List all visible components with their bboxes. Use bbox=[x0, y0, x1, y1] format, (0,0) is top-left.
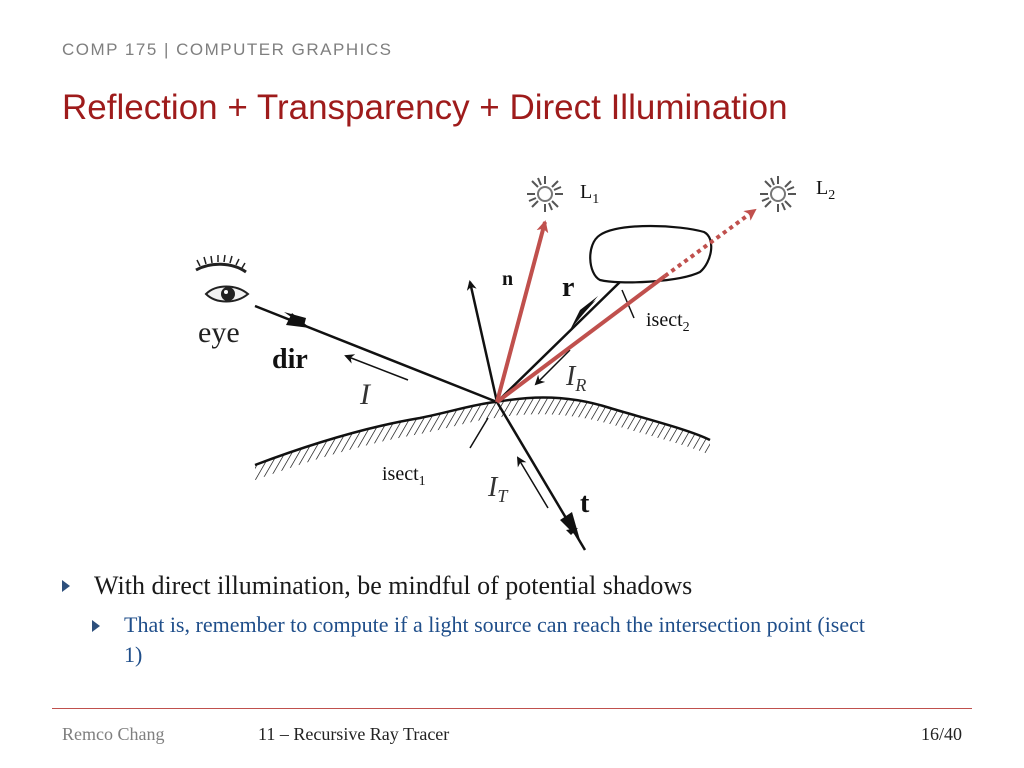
svg-text:L2: L2 bbox=[816, 177, 835, 203]
shadow-ray-l1 bbox=[495, 220, 549, 403]
transmitted-intensity-sub: T bbox=[497, 486, 509, 506]
incident-intensity-label: I bbox=[359, 378, 372, 411]
slide-title: Reflection + Transparency + Direct Illum… bbox=[62, 88, 788, 127]
occluding-object bbox=[589, 224, 713, 284]
bullet-main-text: With direct illumination, be mindful of … bbox=[94, 571, 693, 600]
light-2-sub: 2 bbox=[828, 188, 835, 203]
reflected-intensity-label: I bbox=[565, 361, 577, 392]
reflected-ray bbox=[496, 279, 623, 403]
svg-text:isect1: isect1 bbox=[382, 463, 426, 489]
footer-divider bbox=[52, 708, 972, 709]
svg-text:L1: L1 bbox=[580, 181, 599, 207]
light-1-label: L bbox=[580, 181, 592, 203]
incident-intensity-arrow bbox=[344, 354, 409, 381]
isect1-label: isect bbox=[382, 463, 419, 485]
isect1-sub: 1 bbox=[419, 474, 426, 489]
shadow-ray-l2-solid bbox=[495, 274, 667, 404]
footer-course: 11 – Recursive Ray Tracer bbox=[258, 724, 450, 744]
bullet-sub: That is, remember to compute if a light … bbox=[92, 610, 884, 670]
eye-icon bbox=[195, 254, 250, 303]
bullet-list: With direct illumination, be mindful of … bbox=[62, 568, 962, 670]
page-number: 16/40 bbox=[920, 724, 962, 744]
bullet-main: With direct illumination, be mindful of … bbox=[62, 568, 962, 604]
bullet-triangle-icon bbox=[62, 580, 70, 592]
dir-label: dir bbox=[272, 344, 308, 375]
normal-label: n bbox=[502, 268, 513, 290]
light-2-label: L bbox=[816, 177, 828, 199]
course-header: COMP 175 | COMPUTER GRAPHICS bbox=[62, 40, 393, 59]
isect1-tick bbox=[469, 417, 489, 449]
isect2-label: isect bbox=[646, 309, 683, 331]
reflected-intensity-sub: R bbox=[574, 375, 586, 395]
bullet-sub-text: That is, remember to compute if a light … bbox=[124, 612, 866, 667]
svg-text:isect2: isect2 bbox=[646, 309, 690, 335]
bullet-triangle-icon bbox=[92, 620, 100, 632]
transmitted-intensity-arrow bbox=[516, 456, 549, 509]
light-2-icon bbox=[760, 176, 796, 212]
reflected-intensity-arrow bbox=[534, 349, 571, 386]
eye-label: eye bbox=[198, 316, 240, 349]
light-1-sub: 1 bbox=[592, 192, 599, 207]
surface-hatching bbox=[255, 397, 710, 480]
light-1-icon bbox=[527, 176, 563, 212]
svg-text:IR: IR bbox=[565, 361, 586, 395]
footer-author: Remco Chang bbox=[62, 724, 165, 744]
shadow-ray-l2-dashed bbox=[663, 208, 757, 278]
transmitted-arrowhead bbox=[566, 528, 584, 548]
transmitted-intensity-label: I bbox=[487, 472, 499, 503]
svg-text:IT: IT bbox=[487, 472, 509, 506]
transmitted-label: t bbox=[580, 488, 590, 519]
isect2-sub: 2 bbox=[683, 320, 690, 335]
reflected-label: r bbox=[562, 272, 574, 303]
normal-ray bbox=[466, 280, 499, 403]
